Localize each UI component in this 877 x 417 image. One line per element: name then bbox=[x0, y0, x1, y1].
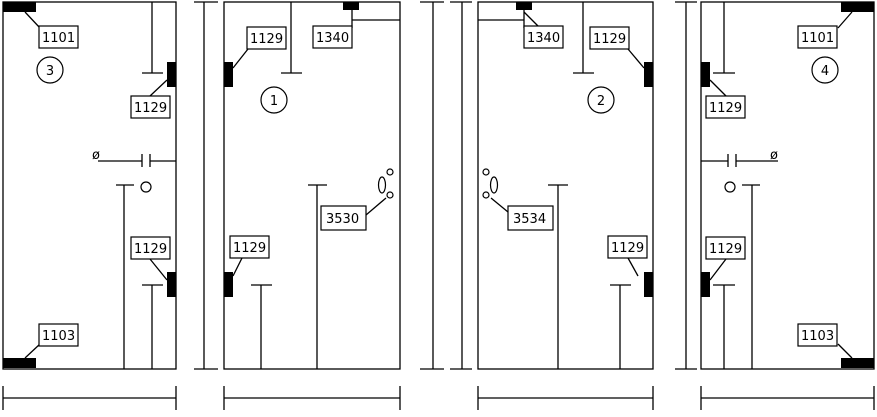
p3-tag-bottom-corner: 1103 bbox=[38, 323, 79, 347]
p4-leader-top-corner bbox=[837, 11, 853, 29]
p2-leader-top-hinge bbox=[627, 48, 645, 69]
p2-leader-lock bbox=[490, 197, 509, 213]
p4-bottom-hinge-block bbox=[701, 272, 710, 297]
p3-top-corner-patch bbox=[3, 2, 36, 12]
p2-leader-bottom-hinge bbox=[627, 257, 639, 277]
svg-text:1129: 1129 bbox=[709, 242, 742, 257]
p2-lock-slot bbox=[489, 176, 499, 194]
p4-tag-bottom-corner: 1103 bbox=[797, 323, 838, 347]
panel-3: ø 1101 1129 1129 1103 3 bbox=[2, 1, 177, 370]
p3-leader-bottom-corner bbox=[24, 343, 41, 359]
p4-tag-top-corner: 1101 bbox=[797, 25, 838, 49]
p2-tag-top-patch: 1340 bbox=[523, 25, 564, 49]
panel-4-outline bbox=[700, 1, 875, 370]
p2-top-patch bbox=[516, 2, 532, 10]
svg-text:1101: 1101 bbox=[42, 31, 75, 46]
panel-4: ø 1101 1129 1129 1103 4 bbox=[675, 1, 875, 370]
p1-tag-top-hinge: 1129 bbox=[246, 26, 287, 50]
p3-knob bbox=[140, 181, 152, 193]
svg-text:1129: 1129 bbox=[709, 101, 742, 116]
svg-text:3534: 3534 bbox=[513, 212, 546, 227]
p4-number: 4 bbox=[821, 64, 829, 79]
p3-bottom-hinge-block bbox=[167, 272, 176, 297]
p3-number-circle bbox=[36, 56, 64, 84]
p3-tag-top-hinge: 1129 bbox=[130, 95, 171, 119]
p2-tag-top-hinge: 1129 bbox=[589, 26, 630, 50]
p1-top-patch bbox=[343, 2, 359, 10]
p3-number: 3 bbox=[46, 64, 54, 79]
svg-text:1103: 1103 bbox=[801, 329, 834, 344]
p1-tag-bottom-hinge: 1129 bbox=[229, 235, 270, 259]
p1-bottom-hinge-block bbox=[224, 272, 233, 297]
svg-text:1101: 1101 bbox=[801, 31, 834, 46]
p4-leader-top-hinge bbox=[709, 79, 727, 97]
panel-1: 1129 1340 3530 1129 1 bbox=[194, 1, 401, 370]
p4-top-corner-patch bbox=[841, 2, 874, 12]
p4-diameter-symbol: ø bbox=[770, 148, 778, 163]
dim-panel-4 bbox=[700, 386, 875, 410]
p1-tag-lock: 3530 bbox=[320, 205, 367, 231]
p4-leader-bottom-corner bbox=[837, 343, 853, 359]
p3-leader-top-hinge bbox=[149, 79, 168, 97]
svg-text:1129: 1129 bbox=[611, 241, 644, 256]
svg-text:1103: 1103 bbox=[42, 329, 75, 344]
p2-tag-bottom-hinge: 1129 bbox=[607, 235, 648, 259]
p3-bottom-corner-patch bbox=[3, 358, 36, 368]
p2-top-hinge-block bbox=[644, 62, 653, 87]
p1-leader-lock bbox=[365, 197, 387, 216]
p4-tag-bottom-hinge: 1129 bbox=[705, 236, 746, 260]
p1-lock-hole-top bbox=[386, 168, 394, 176]
dim-panel-2 bbox=[477, 386, 654, 410]
svg-text:1129: 1129 bbox=[233, 241, 266, 256]
p2-lock-hole-bottom bbox=[482, 191, 490, 199]
p2-lock-hole-top bbox=[482, 168, 490, 176]
svg-text:1340: 1340 bbox=[316, 31, 349, 46]
panel-1-outline bbox=[223, 1, 401, 370]
p1-number: 1 bbox=[270, 94, 278, 109]
dim-panel-1 bbox=[223, 386, 401, 410]
p4-number-circle bbox=[811, 56, 839, 84]
panel-3-outline bbox=[2, 1, 177, 370]
p2-bottom-hinge-block bbox=[644, 272, 653, 297]
p3-leader-bottom-hinge bbox=[149, 258, 168, 281]
panel-2-outline bbox=[477, 1, 654, 370]
dim-panel-3 bbox=[2, 386, 177, 410]
p1-tag-top-patch: 1340 bbox=[312, 25, 353, 49]
p4-leader-bottom-hinge bbox=[709, 258, 727, 281]
p3-tag-top-corner: 1101 bbox=[38, 25, 79, 49]
p1-lock-slot bbox=[377, 176, 387, 194]
svg-text:1129: 1129 bbox=[250, 32, 283, 47]
svg-text:3530: 3530 bbox=[326, 212, 359, 227]
p4-top-hinge-block bbox=[701, 62, 710, 87]
p2-tag-lock: 3534 bbox=[507, 205, 554, 231]
p4-knob bbox=[724, 181, 736, 193]
p4-bottom-corner-patch bbox=[841, 358, 874, 368]
p3-top-hinge-block bbox=[167, 62, 176, 87]
dimension-lines bbox=[2, 386, 875, 410]
p1-leader-top-hinge bbox=[232, 48, 249, 69]
p2-leader-top-patch bbox=[523, 11, 539, 27]
p3-tag-bottom-hinge: 1129 bbox=[130, 236, 171, 260]
p1-lock-hole-bottom bbox=[386, 191, 394, 199]
svg-text:1129: 1129 bbox=[134, 101, 167, 116]
p2-number-circle bbox=[587, 86, 615, 114]
p3-diameter-symbol: ø bbox=[92, 148, 100, 163]
svg-text:1129: 1129 bbox=[593, 32, 626, 47]
p1-number-circle bbox=[260, 86, 288, 114]
p2-number: 2 bbox=[597, 94, 605, 109]
p1-leader-bottom-hinge bbox=[232, 257, 243, 277]
p1-top-hinge-block bbox=[224, 62, 233, 87]
panel-2: 1340 1129 3534 1129 2 bbox=[420, 1, 654, 370]
svg-text:1340: 1340 bbox=[527, 31, 560, 46]
p3-leader-top-corner bbox=[24, 11, 41, 29]
svg-text:1129: 1129 bbox=[134, 242, 167, 257]
p4-tag-top-hinge: 1129 bbox=[705, 95, 746, 119]
